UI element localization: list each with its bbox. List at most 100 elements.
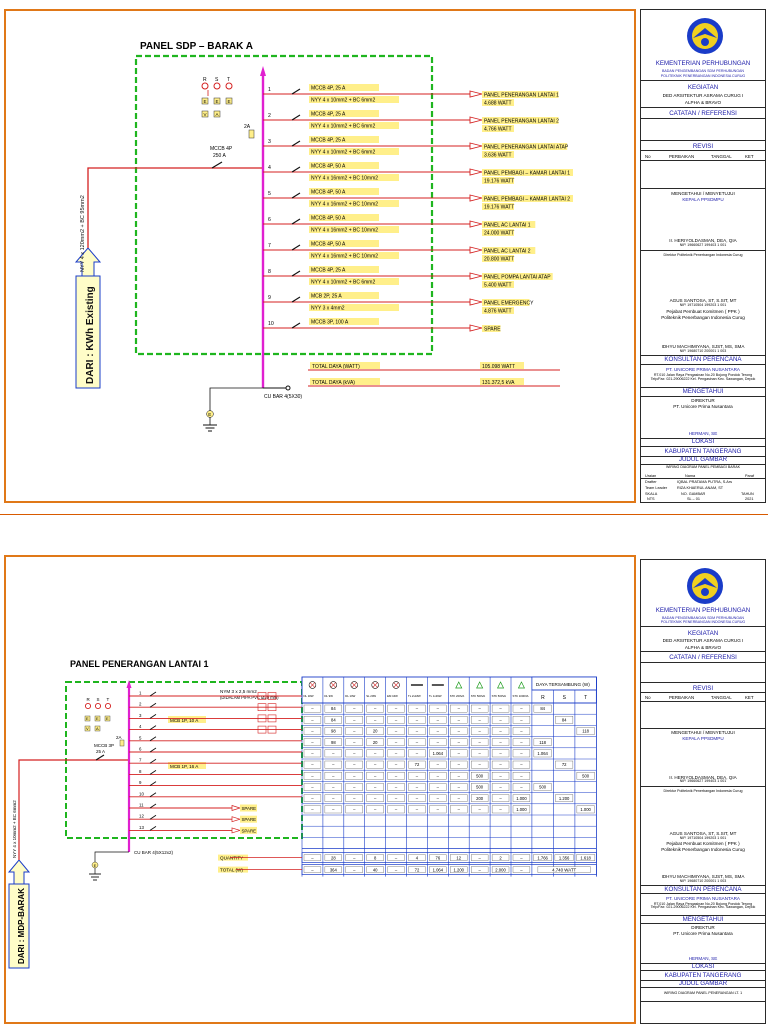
breaker-contact	[149, 803, 157, 809]
table-cell: –	[311, 706, 314, 711]
circuit-number: 3	[139, 713, 142, 718]
title-block-divider	[641, 682, 765, 684]
breaker-contact	[291, 166, 301, 173]
table-cell: 1.200	[559, 796, 570, 801]
team-leader-label: Team Leader	[645, 486, 668, 490]
panel-title: PANEL PENERANGAN LANTAI 1	[70, 659, 209, 669]
table-cell: –	[311, 773, 314, 778]
title-block-divider	[641, 914, 765, 916]
grand-total: 4.740 WATT	[552, 868, 576, 873]
table-cell: –	[437, 717, 440, 722]
indicator-label: E	[228, 99, 231, 104]
total-cell: 72	[415, 868, 420, 873]
cable-label: NYY 4 x 10mm2 + BC 6mm2	[311, 280, 375, 286]
feeder-line	[18, 759, 128, 860]
breaker-label: MCCB 4P, 25 A	[311, 112, 346, 118]
circuit-row[interactable]: 6	[129, 747, 302, 753]
breaker-tag	[309, 292, 379, 299]
output-arrow-icon	[469, 324, 483, 332]
circuit-row[interactable]: 5	[129, 735, 302, 742]
signatory-1-nip: NIP. 19660627 199403 1 001	[679, 243, 727, 247]
circuit-row[interactable]: 3	[129, 713, 302, 723]
table-cell: –	[478, 706, 481, 711]
total-cell: 40	[373, 868, 378, 873]
watt-tag	[482, 307, 514, 314]
table-cell: 1.000	[516, 796, 527, 801]
table-cell: –	[332, 785, 335, 790]
direktur-name: HERMAN, SE	[688, 431, 718, 436]
breaker-contact	[291, 270, 301, 277]
circuit-number: 6	[268, 217, 271, 223]
judul-value: WIRING DIAGRAM PANEL PEMBAGI BARAK	[665, 465, 741, 469]
cable-tag	[309, 304, 399, 311]
breaker-contact	[149, 691, 157, 697]
circuit-row[interactable]: 2	[129, 702, 302, 711]
consultant-firm: PT. UNICORE PRIMA NUSANTARA	[666, 367, 740, 372]
panel-penerangan-diagram: PANEL PENERANGAN LANTAI 1 DARI : MDP-BAR…	[7, 659, 597, 969]
panel-watt: 19.176 WATT	[484, 179, 514, 185]
breaker-tag	[309, 240, 379, 247]
circuit-row[interactable]: 10	[129, 791, 302, 798]
source-label: DARI : MDP-BARAK	[17, 888, 26, 964]
breaker-contact	[291, 244, 301, 251]
breaker-contact	[149, 702, 157, 708]
cable-label: NYM 3 x 2,5 mm2	[220, 689, 257, 694]
source-box	[8, 883, 30, 969]
drafter-label: Drafter	[645, 480, 657, 484]
branch-breaker-a-label: MCB 1P, 10 A	[170, 718, 199, 723]
total-watt-value: 105.098 WATT	[482, 364, 515, 370]
breaker-contact	[149, 725, 157, 730]
spare-tag	[240, 815, 257, 823]
mengetahui-header: MENGETAHUI / MENYETUJUI	[671, 730, 735, 736]
circuit-row[interactable]: 1	[129, 691, 302, 700]
title-block-divider	[641, 438, 765, 439]
cable-label: NYY 4 x 16mm2 + BC 10mm2	[311, 228, 378, 234]
phase-label: T	[107, 697, 110, 702]
circuit-row[interactable]: 8	[129, 769, 302, 775]
ministry-logo-icon	[685, 566, 725, 606]
title-block-divider	[641, 970, 765, 972]
breaker-tag	[309, 162, 379, 169]
drawing-frame	[4, 555, 636, 1024]
meter-label: V	[204, 112, 207, 117]
panel-title: PANEL SDP – BARAK A	[140, 41, 253, 52]
feeder-cable-label: NYY 4 x 10mm2 + BC 6mm2	[12, 800, 17, 858]
table-cell: –	[374, 796, 377, 801]
table-cell: 1.000	[516, 807, 527, 812]
cable-label: NYY 3 x 4mm2	[311, 306, 345, 312]
quantity-cell: –	[520, 856, 523, 861]
circuit-row[interactable]: 9	[129, 780, 302, 787]
title-block-divider	[641, 140, 765, 141]
watt-tag	[482, 125, 514, 132]
table-cell: –	[416, 807, 419, 812]
circuit-row[interactable]: 7	[129, 758, 302, 764]
total-cell: –	[478, 868, 481, 873]
circuit-row[interactable]: 4	[129, 724, 302, 734]
table-cell: –	[332, 807, 335, 812]
table-cell: –	[311, 762, 314, 767]
total-kva-value: 131.372,5 kVA	[482, 380, 515, 386]
signatory-2-role-a: Pejabat Pembuat Komitmen ( PPK )	[666, 841, 740, 847]
breaker-tag	[309, 214, 379, 221]
table-cell: –	[458, 717, 461, 722]
table-cell: –	[437, 807, 440, 812]
table-cell: –	[499, 706, 502, 711]
revisi-column-header: No	[645, 694, 651, 700]
table-cell: –	[458, 807, 461, 812]
table-cell: –	[353, 773, 356, 778]
table-cell: –	[458, 740, 461, 745]
cable-tag	[309, 148, 399, 155]
